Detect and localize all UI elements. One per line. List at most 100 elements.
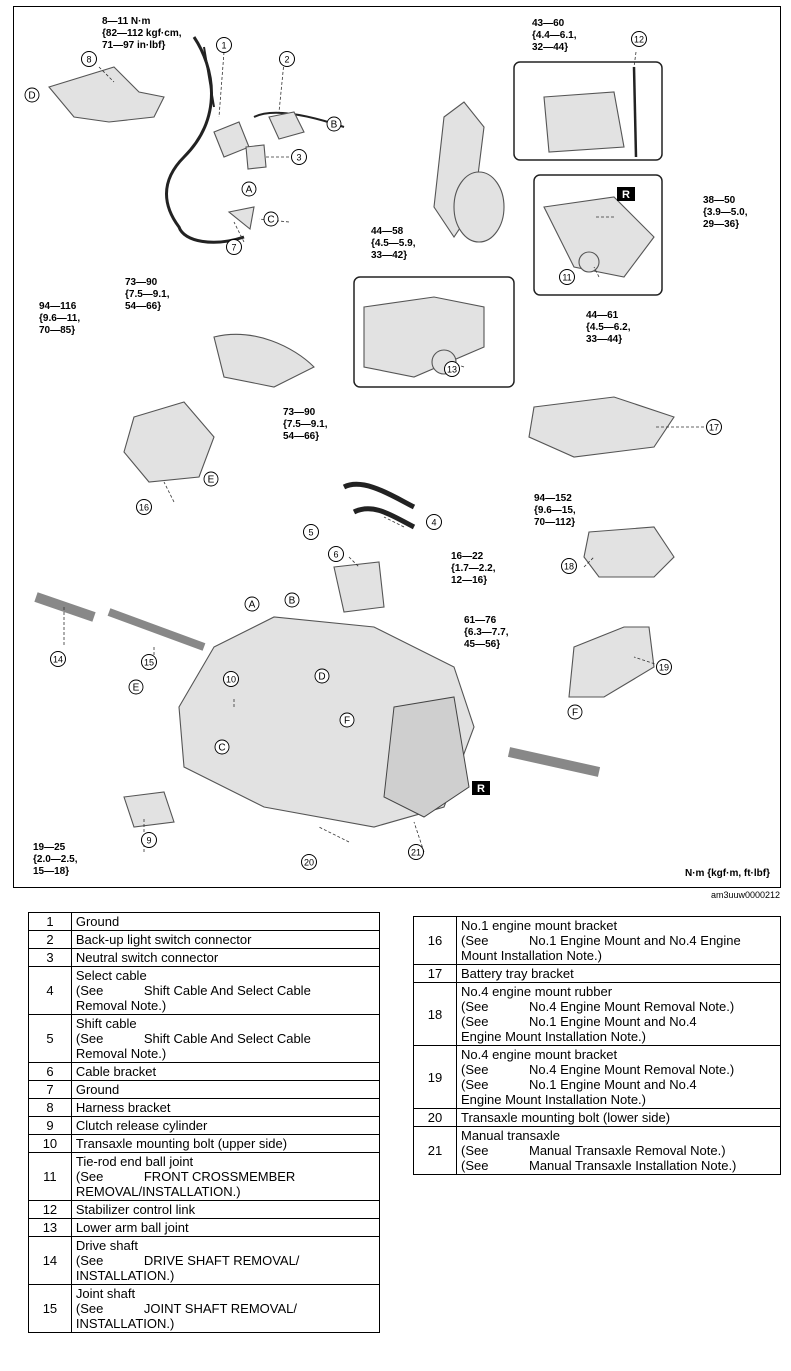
legend-text: Transaxle mounting bolt (upper side)	[75, 1136, 288, 1151]
see-prefix: (See	[461, 999, 489, 1014]
letter-marker	[128, 679, 144, 695]
legend-title: Tie-rod end ball joint	[75, 1154, 194, 1169]
see-reference: Manual Transaxle Removal Note.)	[529, 1143, 726, 1158]
callout-number: 14	[53, 655, 63, 665]
legend-text: Harness bracket	[75, 1100, 171, 1115]
replace-mark-label: R	[622, 189, 630, 201]
callout-number: 5	[308, 528, 313, 538]
callout-circle	[141, 832, 157, 848]
drive-shaft-14-right	[507, 747, 601, 777]
letter-marker	[314, 668, 330, 684]
callout-number: 3	[296, 153, 301, 163]
callout-circle	[559, 269, 575, 285]
legend-number: 8	[28, 1098, 72, 1117]
torque-spec: 8—11 N·m {82—112 kgf·cm, 71—97 in·lbf}	[102, 16, 182, 51]
see-prefix: (See	[75, 1169, 104, 1184]
letter-label: A	[246, 185, 253, 196]
callout-circle	[223, 671, 239, 687]
callout-circle	[291, 149, 307, 165]
letter-label: B	[289, 596, 296, 607]
see-prefix: (See	[461, 1014, 489, 1029]
replace-mark-box	[617, 187, 635, 201]
callout-number: 9	[146, 836, 151, 846]
callout-number: 11	[562, 273, 571, 283]
letter-marker	[263, 211, 279, 227]
see-prefix: (See	[75, 983, 104, 998]
torque-spec: 19—25 {2.0—2.5, 15—18}	[33, 842, 78, 877]
legend-number: 10	[28, 1134, 72, 1153]
torque-spec: 94—152 {9.6—15, 70—112}	[534, 493, 576, 528]
callout-circle	[408, 844, 424, 860]
letter-label: F	[572, 708, 578, 719]
connector-2	[245, 144, 267, 170]
legend-description: Cable bracket	[70, 1062, 381, 1081]
legend-text: Lower arm ball joint	[75, 1220, 189, 1235]
legend-title: Shift cable	[75, 1016, 137, 1031]
letter-label: D	[28, 91, 35, 102]
engine-mount-bracket-16	[123, 401, 215, 483]
see-reference: No.1 Engine Mount and No.4 Engine	[529, 933, 741, 948]
leader-line	[163, 481, 175, 503]
leader-line	[233, 221, 245, 243]
legend-text: Removal Note.)	[75, 998, 167, 1013]
legend-text: Transaxle mounting bolt (lower side)	[461, 1110, 671, 1125]
legend-number: 18	[413, 982, 457, 1046]
callout-circle	[136, 499, 152, 515]
select-cable-4	[352, 506, 416, 530]
leader-line	[98, 66, 115, 83]
letter-marker	[203, 471, 219, 487]
legend-number: 17	[413, 964, 457, 983]
callout-number: 8	[86, 55, 91, 65]
letter-marker	[326, 116, 342, 132]
mount-rubber-18	[583, 526, 675, 578]
stabilizer-link-12	[632, 66, 638, 158]
legend-text: Mount Installation Note.)	[461, 948, 602, 963]
knuckle-detail	[543, 91, 625, 153]
legend-text: INSTALLATION.)	[75, 1316, 175, 1331]
leader-line	[278, 61, 285, 113]
legend-number: 14	[28, 1236, 72, 1285]
callout-circle	[50, 651, 66, 667]
ground-terminal-1	[213, 121, 250, 158]
legend-number: 21	[413, 1126, 457, 1175]
callout-number: 4	[431, 518, 436, 528]
see-reference: No.4 Engine Mount Removal Note.)	[529, 1062, 735, 1077]
legend-number: 11	[28, 1152, 72, 1201]
legend-text: Ground	[75, 1082, 120, 1097]
legend-title: Manual transaxle	[461, 1128, 560, 1143]
letter-label: B	[331, 120, 338, 131]
legend-text: Engine Mount Installation Note.)	[461, 1092, 646, 1107]
legend-description: Back-up light switch connector	[70, 930, 381, 949]
letter-label: D	[318, 672, 325, 683]
legend-description: Transaxle mounting bolt (upper side)	[70, 1134, 381, 1153]
callout-circle	[81, 51, 97, 67]
body-panel	[213, 333, 315, 388]
letter-marker	[24, 87, 40, 103]
tie-rod-detail	[543, 196, 655, 278]
torque-spec: 44—58 {4.5—5.9, 33—42}	[371, 226, 416, 261]
legend-description: Transaxle mounting bolt (lower side)	[456, 1108, 781, 1127]
legend-number: 1	[28, 912, 72, 931]
see-reference: DRIVE SHAFT REMOVAL/	[143, 1253, 300, 1268]
legend-title: No.4 engine mount rubber	[461, 984, 613, 999]
legend-title: Joint shaft	[75, 1286, 136, 1301]
legend-description: Ground	[70, 912, 381, 931]
legend-text: Battery tray bracket	[461, 966, 574, 981]
